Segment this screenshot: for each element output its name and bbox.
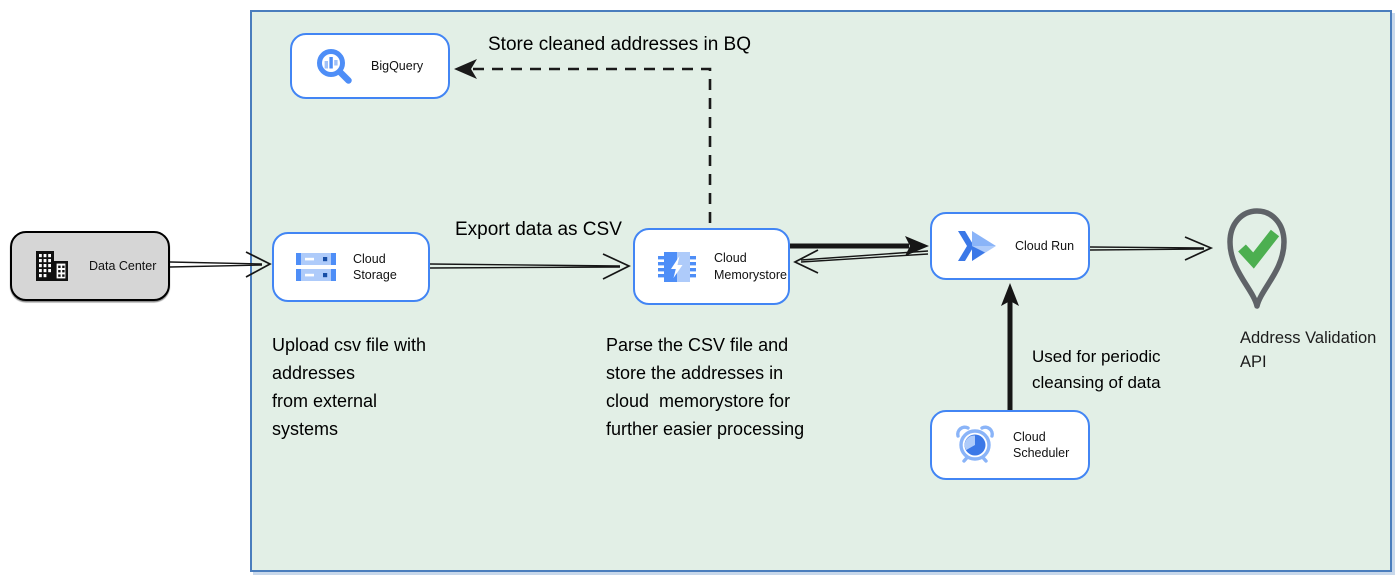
cloud-scheduler-node: Cloud Scheduler (930, 410, 1090, 480)
gcp-boundary-box (250, 10, 1392, 572)
alarm-clock-icon (954, 424, 996, 466)
bigquery-label: BigQuery (371, 58, 424, 73)
memorystore-chip-icon (657, 248, 697, 286)
data-center-label: Data Center (89, 258, 157, 273)
parse-note: Parse the CSV file and store the address… (606, 335, 805, 439)
address-validation-api-label: Address Validation API (1240, 329, 1377, 371)
map-pin-check-icon (1220, 204, 1294, 317)
cloud-storage-label: Cloud Storage (353, 251, 397, 282)
cloud-storage-node: Cloud Storage (272, 232, 430, 302)
cloud-run-label: Cloud Run (1015, 238, 1075, 253)
edge-label-periodic-cleansing: Used for periodic cleansing of data (1032, 347, 1161, 392)
building-icon (34, 250, 72, 282)
cloud-memorystore-node: Cloud Memorystore (633, 228, 790, 305)
cloud-run-icon (954, 229, 998, 263)
bigquery-node: BigQuery (290, 33, 450, 99)
cloud-storage-icon (296, 252, 336, 282)
data-center-node: Data Center (10, 231, 170, 301)
cloud-run-node: Cloud Run (930, 212, 1090, 280)
cloud-scheduler-label: Cloud Scheduler (1013, 429, 1070, 460)
bigquery-icon (314, 46, 354, 86)
edge-label-store-in-bq: Store cleaned addresses in BQ (488, 34, 751, 55)
upload-note: Upload csv file with addresses from exte… (272, 335, 427, 439)
edge-label-export-csv: Export data as CSV (455, 219, 622, 240)
cloud-memorystore-label: Cloud Memorystore (714, 251, 787, 282)
